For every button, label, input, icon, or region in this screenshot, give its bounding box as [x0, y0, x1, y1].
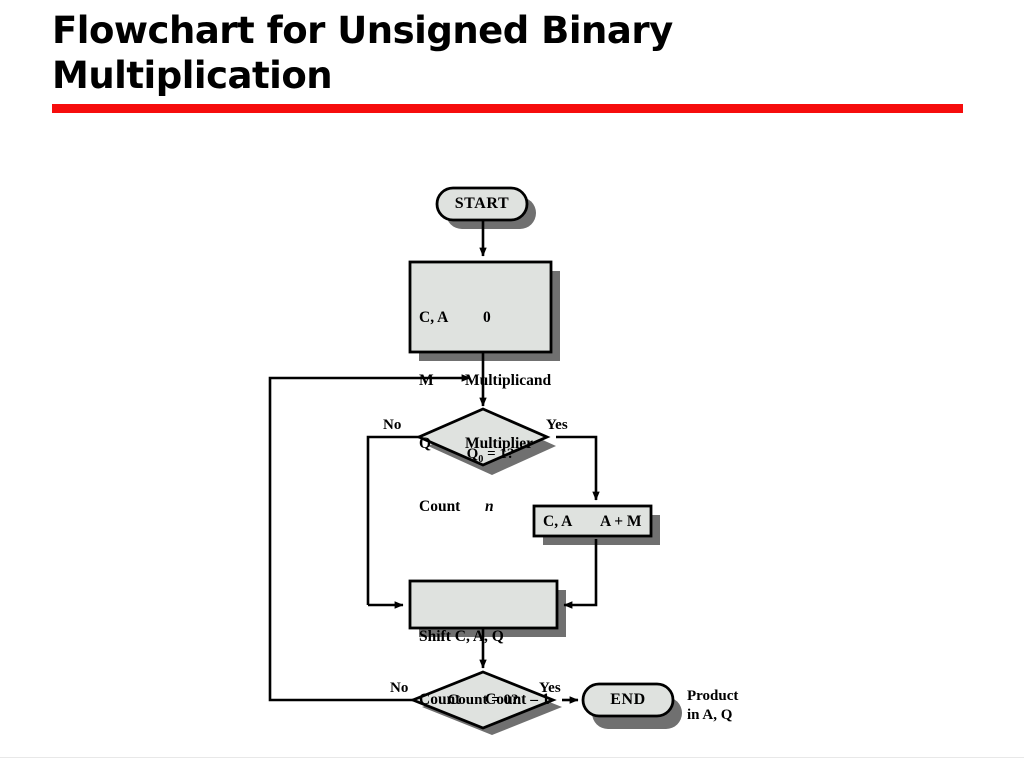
edge-label-count-no: No: [390, 680, 409, 696]
node-layer: [408, 186, 675, 730]
title-accent-rule: [52, 104, 963, 113]
node-end[interactable]: [581, 682, 675, 718]
annotation-product: Product in A, Q: [687, 688, 739, 723]
edge-label-q0-no: No: [383, 417, 402, 433]
edge-label-q0-yes: Yes: [546, 417, 568, 433]
connector-layer: [268, 220, 600, 704]
node-add[interactable]: [532, 504, 653, 538]
footer-divider: [0, 757, 1024, 758]
node-start[interactable]: [435, 186, 529, 222]
node-decision-q0[interactable]: [415, 407, 551, 467]
connector-q0-yes-path: [556, 435, 600, 501]
connector-count-no-loopback: [268, 374, 471, 702]
connector-q0-no-path: [366, 435, 428, 605]
node-shift[interactable]: [408, 579, 559, 630]
node-init[interactable]: [408, 260, 553, 354]
node-decision-count[interactable]: [409, 670, 557, 730]
connector-add-to-shift: [563, 539, 598, 609]
edge-label-count-yes: Yes: [539, 680, 561, 696]
page-title: Flowchart for Unsigned Binary Multiplica…: [52, 9, 673, 98]
